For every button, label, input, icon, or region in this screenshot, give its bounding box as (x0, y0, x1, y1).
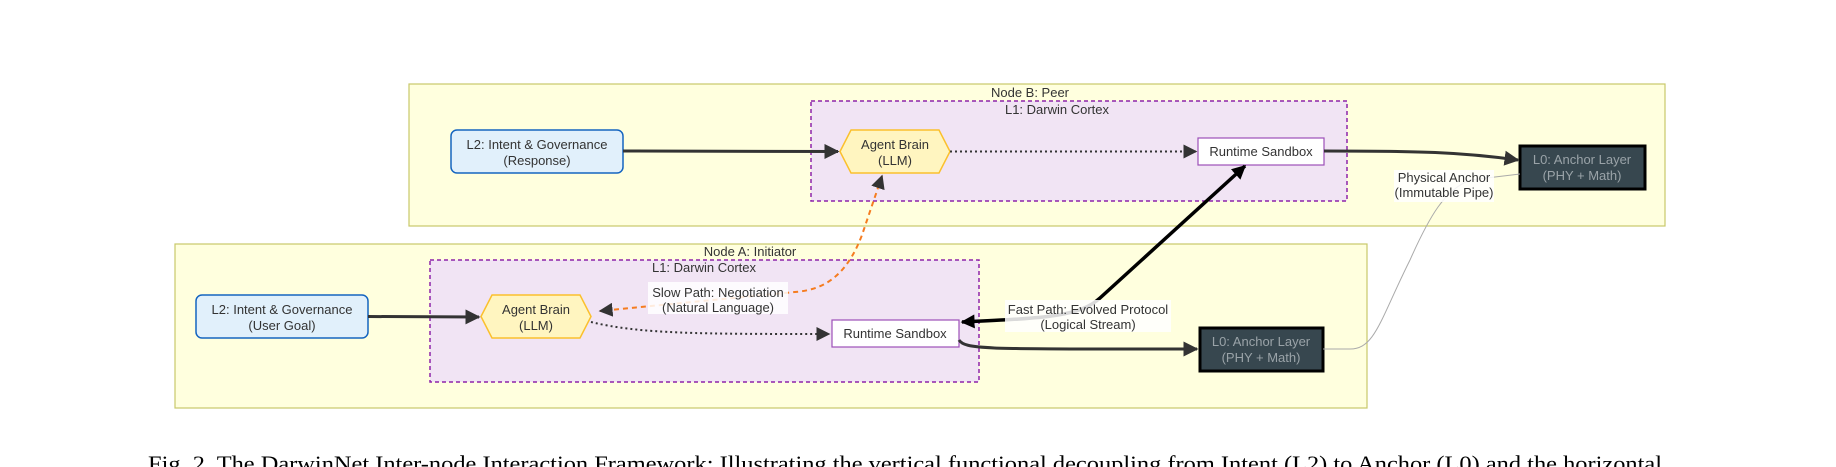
edge-labels: Slow Path: Negotiation (Natural Language… (648, 170, 1494, 332)
physical-anchor-label-1: Physical Anchor (1398, 170, 1491, 185)
physical-anchor-label-2: (Immutable Pipe) (1395, 185, 1494, 200)
node-b-l2-line2: (Response) (503, 153, 570, 168)
edge-l2b-brainb (622, 143, 840, 159)
node-a-agent-brain (480, 294, 592, 339)
node-a-l0-box (1198, 326, 1325, 373)
fast-path-label-1: Fast Path: Evolved Protocol (1008, 302, 1169, 317)
node-b-brain-line2: (LLM) (878, 153, 912, 168)
node-a-l0-line2: (PHY + Math) (1222, 350, 1301, 365)
node-a-title: Node A: Initiator (704, 244, 797, 259)
slow-path-label-2: (Natural Language) (662, 300, 774, 315)
edge-sandboxa-l0a (957, 339, 1199, 357)
node-b-cortex-title: L1: Darwin Cortex (1005, 102, 1110, 117)
node-b-runtime-sandbox (1197, 137, 1325, 166)
node-b-l0-line1: L0: Anchor Layer (1533, 152, 1632, 167)
slow-path-label-1: Slow Path: Negotiation (652, 285, 784, 300)
node-b-title: Node B: Peer (991, 85, 1070, 100)
node-a-brain-line2: (LLM) (519, 318, 553, 333)
node-b-l0-box (1518, 144, 1647, 191)
edge-l2a-braina (367, 309, 481, 325)
node-a-l2-line2: (User Goal) (248, 318, 315, 333)
node-a-l0-line1: L0: Anchor Layer (1212, 334, 1311, 349)
node-b-l2-line1: L2: Intent & Governance (467, 137, 608, 152)
node-a-sandbox-label: Runtime Sandbox (843, 326, 947, 341)
node-b-l0-line2: (PHY + Math) (1543, 168, 1622, 183)
fast-path-label-2: (Logical Stream) (1040, 317, 1135, 332)
node-b-brain-line1: Agent Brain (861, 137, 929, 152)
node-b-sandbox-label: Runtime Sandbox (1209, 144, 1313, 159)
node-b-agent-brain (839, 129, 951, 174)
node-a-l2-line1: L2: Intent & Governance (212, 302, 353, 317)
edge-sandboxb-l0b (1323, 149, 1520, 166)
node-a-brain-line1: Agent Brain (502, 302, 570, 317)
node-a-cortex-title: L1: Darwin Cortex (652, 260, 757, 275)
figure-caption: Fig. 2. The DarwinNet Inter-node Interac… (148, 451, 1662, 467)
slow-path-edge (598, 174, 885, 317)
node-a-runtime-sandbox (831, 319, 960, 348)
node-a-group: Node A: Initiator L1: Darwin Cortex L2: … (174, 243, 1368, 409)
